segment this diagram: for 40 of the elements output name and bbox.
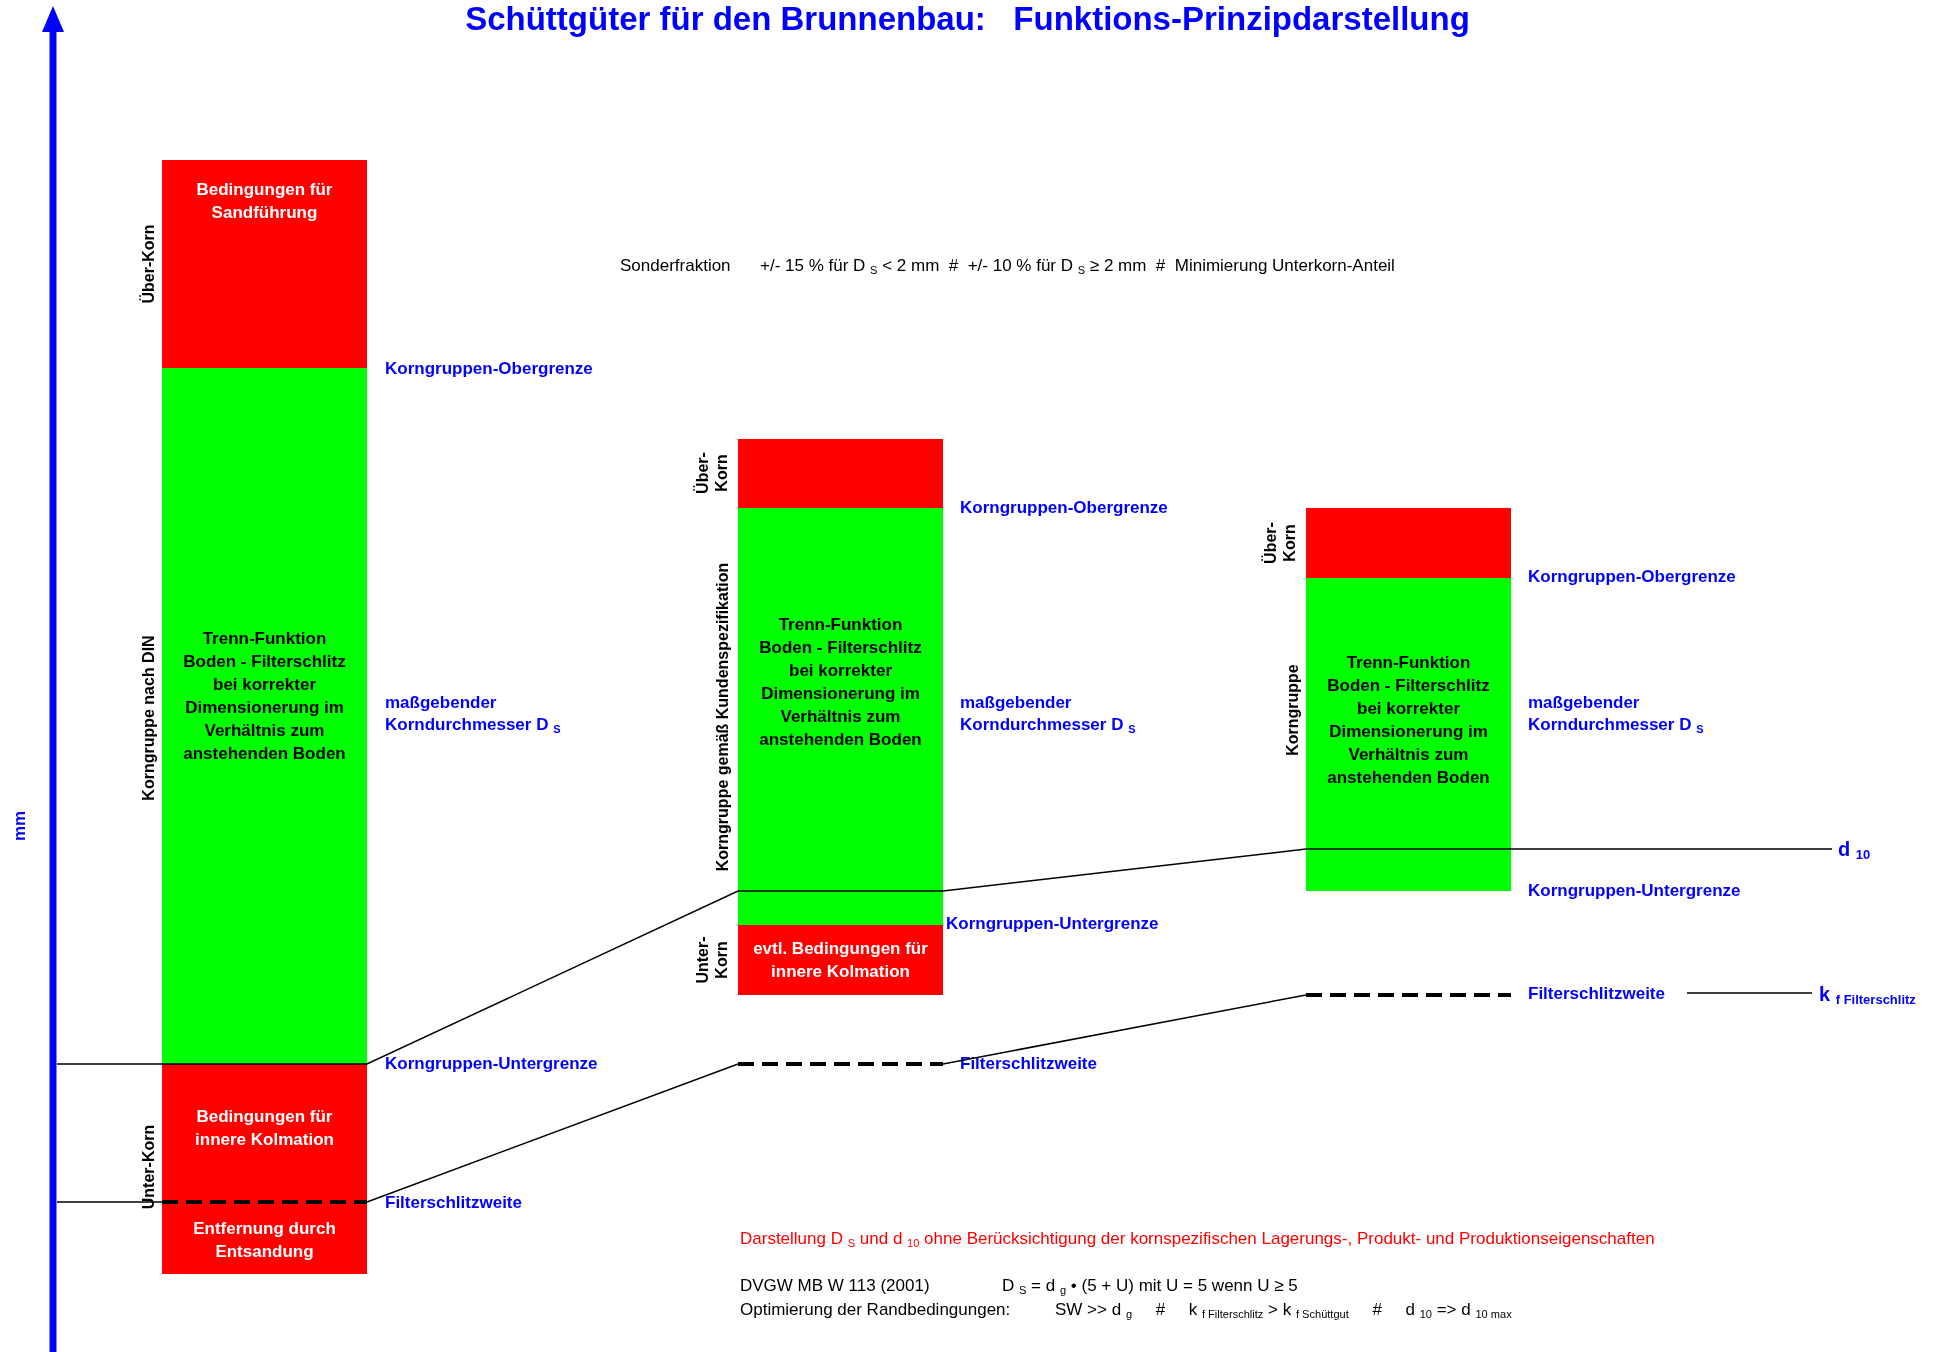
- boundary-label: Filterschlitzweite: [960, 1053, 1097, 1075]
- axis-label: mm: [9, 810, 30, 842]
- boundary-label: Korngruppen-Untergrenze: [385, 1053, 598, 1075]
- side-label: Über-Korn: [138, 224, 158, 304]
- formula-text: SW >> d $_{g}$ # k $_{f Filterschlitz}$ > k $_{f Schüttgut}$ # d $_{10}$ => d $_{10 max}$: [1055, 1299, 1512, 1321]
- title: Schüttgüter für den Brunnenbau: Funktions-Prinzipdarstellung: [465, 0, 1470, 37]
- side-label: Über- Korn: [693, 451, 731, 496]
- boundary-label: Filterschlitzweite: [385, 1192, 522, 1214]
- boundary-label: maßgebender Korndurchmesser D $_{S}$: [1528, 691, 1705, 738]
- empty-band: [738, 439, 943, 508]
- boundary-label: Korngruppen-Obergrenze: [960, 497, 1168, 519]
- boundary-label: Filterschlitzweite: [1528, 983, 1665, 1005]
- note-text: Optimierung der Randbedingungen:: [740, 1300, 1011, 1320]
- side-label: Unter- Korn: [693, 935, 731, 986]
- side-label: Unter-Korn: [138, 1124, 158, 1210]
- condition-band: Bedingungen für Sandführung: [162, 160, 367, 368]
- side-label: Korngruppe: [1282, 664, 1302, 756]
- grain-range-band: Trenn-Funktion Boden - Filterschlitz bei korrekter Dimensionerung im Verhältnis zum anstehenden Boden: [738, 508, 943, 925]
- condition-band: Entfernung durch Entsandung: [162, 1202, 367, 1274]
- note-text: DVGW MB W 113 (2001): [740, 1276, 930, 1296]
- note-text: Sonderfraktion: [620, 256, 731, 276]
- boundary-label: d $_{10}$: [1838, 837, 1871, 865]
- boundary-label: maßgebender Korndurchmesser D $_{S}$: [960, 691, 1137, 738]
- side-label: Korngruppe gemäß Kundenspezifikation: [712, 562, 732, 872]
- grain-range-band: Trenn-Funktion Boden - Filterschlitz bei korrekter Dimensionerung im Verhältnis zum anstehenden Boden: [1306, 578, 1511, 891]
- formula-text: D $_{S}$ = d $_{g}$ • (5 + U) mit U = 5 wenn U ≥ 5: [1002, 1275, 1298, 1297]
- note-text: +/- 15 % für D $_{S}$ < 2 mm # +/- 10 % für D $_{S}$ ≥ 2 mm # Minimierung Unterkorn-Anteil: [760, 255, 1395, 277]
- boundary-label: maßgebender Korndurchmesser D $_{S}$: [385, 691, 562, 738]
- boundary-label: Korngruppen-Untergrenze: [1528, 880, 1741, 902]
- note-text: Darstellung D $_{S}$ und d $_{10}$ ohne Berücksichtigung der kornspezifischen Lagerungs-, Produkt- und Produktionseigenschaften: [740, 1228, 1655, 1250]
- boundary-label: Korngruppen-Untergrenze: [946, 913, 1159, 935]
- condition-band: evtl. Bedingungen für innere Kolmation: [738, 925, 943, 995]
- grain-range-band: Trenn-Funktion Boden - Filterschlitz bei korrekter Dimensionerung im Verhältnis zum anstehenden Boden: [162, 368, 367, 1064]
- boundary-label: k $_{f Filterschlitz}$: [1819, 982, 1916, 1010]
- side-label: Über- Korn: [1261, 521, 1299, 566]
- boundary-label: Korngruppen-Obergrenze: [385, 358, 593, 380]
- empty-band: [1306, 508, 1511, 578]
- side-label: Korngruppe nach DIN: [138, 635, 158, 801]
- boundary-label: Korngruppen-Obergrenze: [1528, 566, 1736, 588]
- condition-band: Bedingungen für innere Kolmation: [162, 1064, 367, 1202]
